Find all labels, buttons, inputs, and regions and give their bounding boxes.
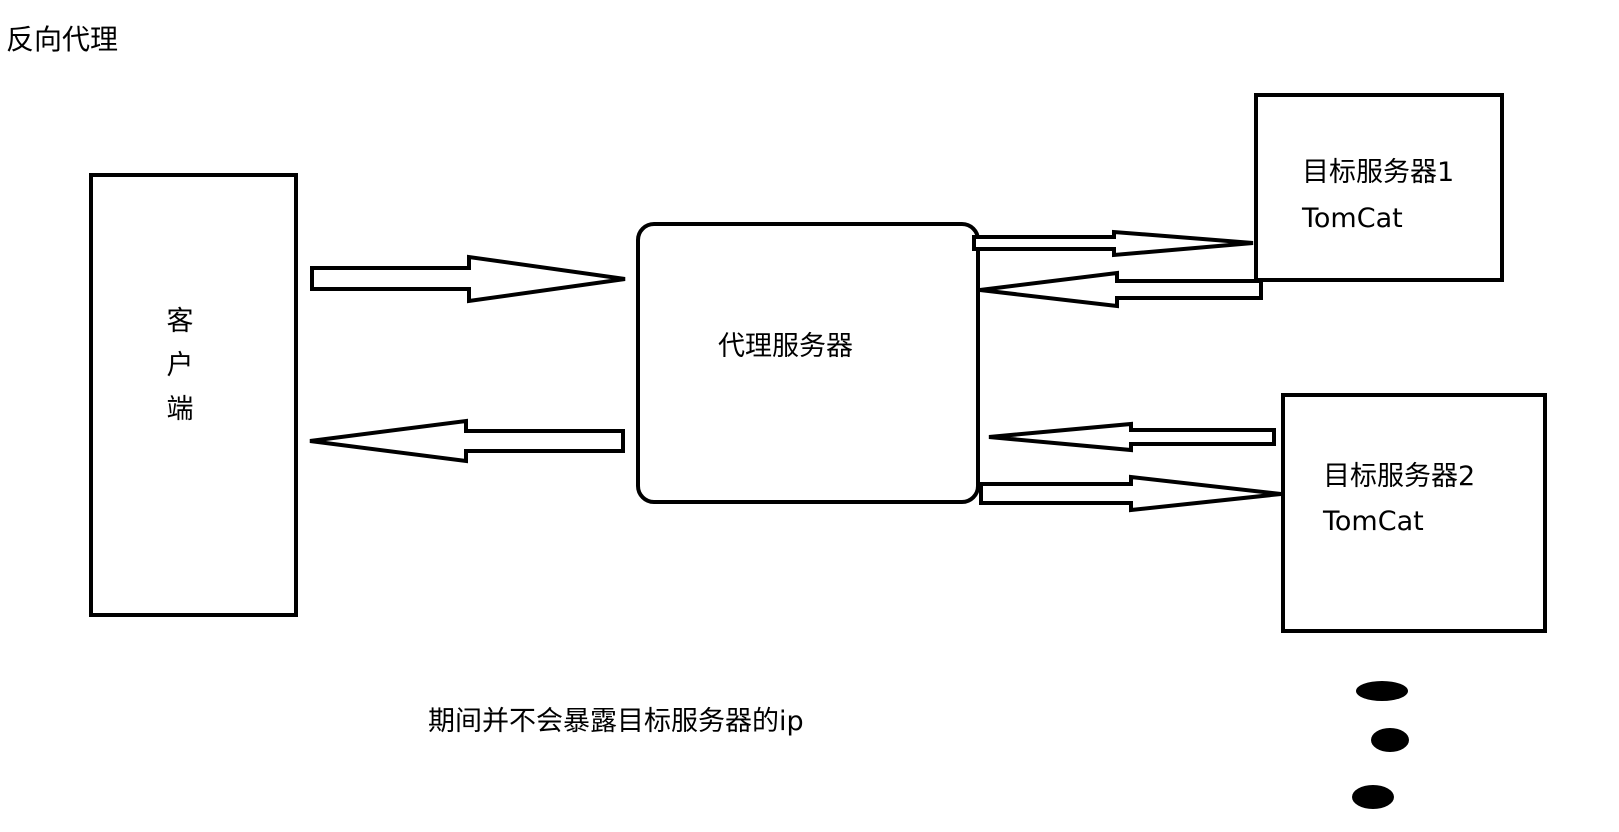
ellipsis-dot-1 bbox=[1356, 681, 1408, 701]
target-server-2-name: 目标服务器2 bbox=[1323, 461, 1476, 492]
arrow-client-to-proxy bbox=[310, 254, 626, 304]
client-label-char-2: 户 bbox=[166, 350, 194, 381]
ellipsis-dot-2 bbox=[1371, 728, 1409, 752]
page-title: 反向代理 bbox=[6, 23, 119, 56]
proxy-server-label: 代理服务器 bbox=[718, 331, 853, 362]
target-server-1-box bbox=[1254, 93, 1504, 282]
target-server-2-type: TomCat bbox=[1323, 506, 1424, 537]
target-server-2-box bbox=[1281, 393, 1547, 633]
arrow-proxy-to-target-1 bbox=[972, 229, 1254, 258]
client-label: 客 户 端 bbox=[160, 300, 200, 432]
arrow-target-1-to-proxy bbox=[979, 270, 1263, 309]
arrow-target-2-to-proxy bbox=[988, 421, 1276, 453]
arrow-proxy-to-target-2 bbox=[979, 474, 1282, 513]
proxy-server-box bbox=[636, 222, 980, 504]
client-label-char-1: 客 bbox=[166, 306, 194, 337]
ellipsis-dot-3 bbox=[1352, 785, 1394, 809]
arrow-proxy-to-client bbox=[309, 418, 625, 464]
target-server-1-type: TomCat bbox=[1302, 203, 1403, 234]
client-label-char-3: 端 bbox=[166, 394, 194, 425]
client-box bbox=[89, 173, 298, 617]
note-text: 期间并不会暴露目标服务器的ip bbox=[428, 706, 804, 737]
target-server-1-name: 目标服务器1 bbox=[1302, 157, 1455, 188]
